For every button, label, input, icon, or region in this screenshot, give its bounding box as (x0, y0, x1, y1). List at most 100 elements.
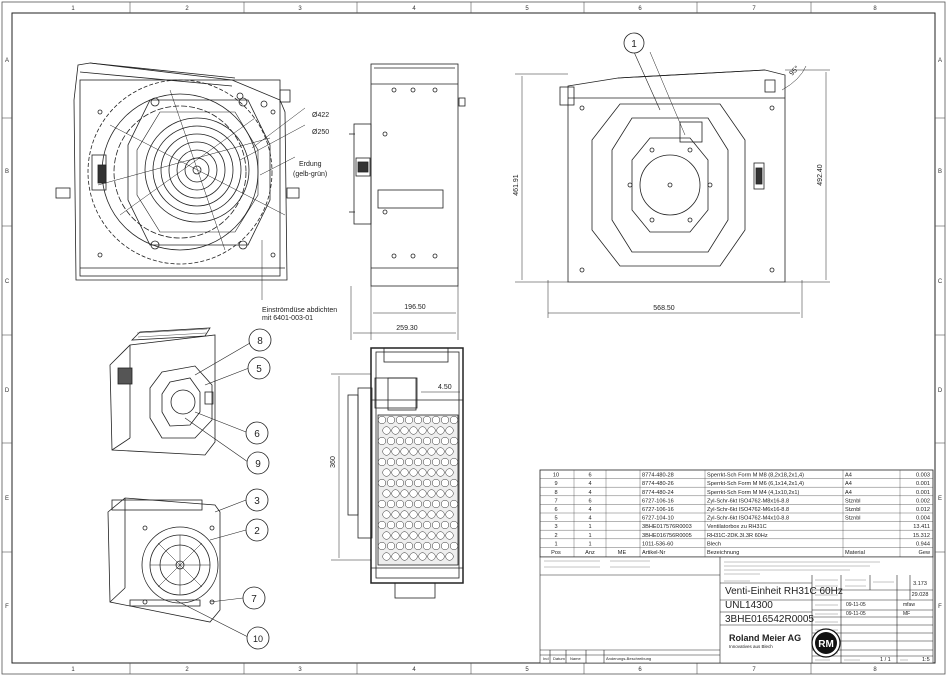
side-view (349, 63, 466, 340)
callout-number: 3 (254, 496, 260, 507)
bom-cell: 2 (554, 533, 557, 539)
callout-9: 9 (246, 451, 270, 475)
grid-hole (431, 541, 441, 551)
grid-hole (413, 457, 423, 467)
bom-cell: 3 (554, 524, 557, 530)
grid-hole (382, 489, 391, 498)
grid-hole (404, 436, 414, 446)
grid-hole (431, 499, 441, 509)
bom-cell: 8774-480-24 (642, 490, 674, 496)
row-label: F (5, 604, 9, 610)
grid-hole (395, 499, 405, 509)
callout-8: 8 (248, 328, 272, 352)
grid-hole (413, 478, 423, 488)
bom-cell: Zyl-Schr-6kt ISO4762-M4x10-8.8 (707, 516, 789, 522)
bom-cell: 3BHE016756R0005 (642, 533, 692, 539)
grid-hole (440, 415, 450, 425)
grid-hole (404, 520, 414, 530)
bom-cell: 7 (554, 498, 557, 504)
grid-hole (427, 489, 436, 498)
logo-text: RM (818, 639, 834, 650)
grid-hole (445, 447, 454, 456)
grid-hole (391, 510, 400, 519)
grid-hole (440, 457, 450, 467)
grid-hole (449, 436, 459, 446)
bom-header-cell: Pos (551, 550, 561, 556)
grid-hole (413, 520, 423, 530)
iso-view-bottom (107, 497, 221, 623)
grid-hole (391, 489, 400, 498)
erdung-sub-label: (gelb-grün) (293, 171, 327, 178)
bom-cell: 4 (588, 516, 591, 522)
rev-col-description: Änderungs-Beschreibung (606, 656, 651, 661)
bom-cell: A4 (845, 490, 852, 496)
company-logo: RM (811, 628, 841, 658)
bom-cell: 0.001 (916, 481, 930, 487)
callout-number: 7 (251, 594, 257, 605)
bom-cell: Stznbl (845, 507, 861, 513)
callout-3: 3 (245, 488, 269, 512)
grid-hole (404, 541, 414, 551)
row-label: D (938, 388, 943, 394)
callout-2: 2 (245, 518, 269, 542)
grid-hole (413, 415, 423, 425)
grid-hole (386, 415, 396, 425)
bom-cell: 0.944 (916, 541, 930, 547)
name-created: mfaw (903, 602, 915, 608)
bom-cell: 9 (554, 481, 557, 487)
bom-cell: 1 (588, 533, 591, 539)
grid-hole (377, 541, 387, 551)
bom-cell: Stznbl (845, 498, 861, 504)
bom-cell: Ventilatorbox zu RH31C (707, 524, 767, 530)
grid-hole (422, 541, 432, 551)
grid-hole (427, 447, 436, 456)
grid-hole (413, 499, 423, 509)
grid-hole (418, 552, 427, 561)
bom-cell: Blech (707, 541, 721, 547)
bom-cell: 4 (588, 490, 591, 496)
row-label: E (5, 496, 9, 502)
iso-view-top (109, 327, 216, 456)
grid-hole (395, 457, 405, 467)
grid-hole (422, 436, 432, 446)
inner-frame (11, 12, 936, 664)
einstroem-label: Einströmdüse abdichten (262, 307, 337, 314)
grid-hole (440, 520, 450, 530)
einstroem-sub-label: mit 6401-003-01 (262, 315, 313, 322)
col-label: 1 (71, 6, 75, 12)
grid-hole (400, 510, 409, 519)
row-label: A (938, 58, 942, 64)
grid-hole (386, 520, 396, 530)
grid-hole (422, 478, 432, 488)
date-checked: 09-11-05 (846, 611, 866, 617)
row-label: B (5, 169, 9, 175)
section-view-dimensions: 360 4.50 (330, 384, 452, 468)
diameter-422-label: Ø422 (312, 112, 329, 119)
row-label: C (5, 279, 10, 285)
col-label: 8 (873, 6, 877, 12)
title-block (539, 556, 934, 664)
grid-hole (386, 457, 396, 467)
dimension-360: 360 (330, 456, 337, 468)
bom-cell: 8774-480-28 (642, 473, 674, 479)
grid-hole (431, 520, 441, 530)
grid-hole (382, 531, 391, 540)
grid-hole (436, 531, 445, 540)
dimension-492-40: 492.40 (817, 164, 824, 186)
callout-number: 10 (253, 634, 263, 644)
bom-cell: Zyl-Schr-6kt ISO4762-M6x16-8.8 (707, 507, 789, 513)
bom-cell: A4 (845, 481, 852, 487)
grid-hole (445, 468, 454, 477)
weight-value: 3.173 (913, 581, 927, 587)
drawing-scale: 1:5 (922, 657, 930, 663)
bom-cell: 5 (554, 516, 557, 522)
grid-hole (449, 457, 459, 467)
grid-hole (422, 499, 432, 509)
bom-cell: 0.004 (916, 516, 930, 522)
grid-hole (395, 415, 405, 425)
grid-hole (422, 415, 432, 425)
callout-number: 5 (256, 364, 262, 375)
grid-hole (395, 478, 405, 488)
